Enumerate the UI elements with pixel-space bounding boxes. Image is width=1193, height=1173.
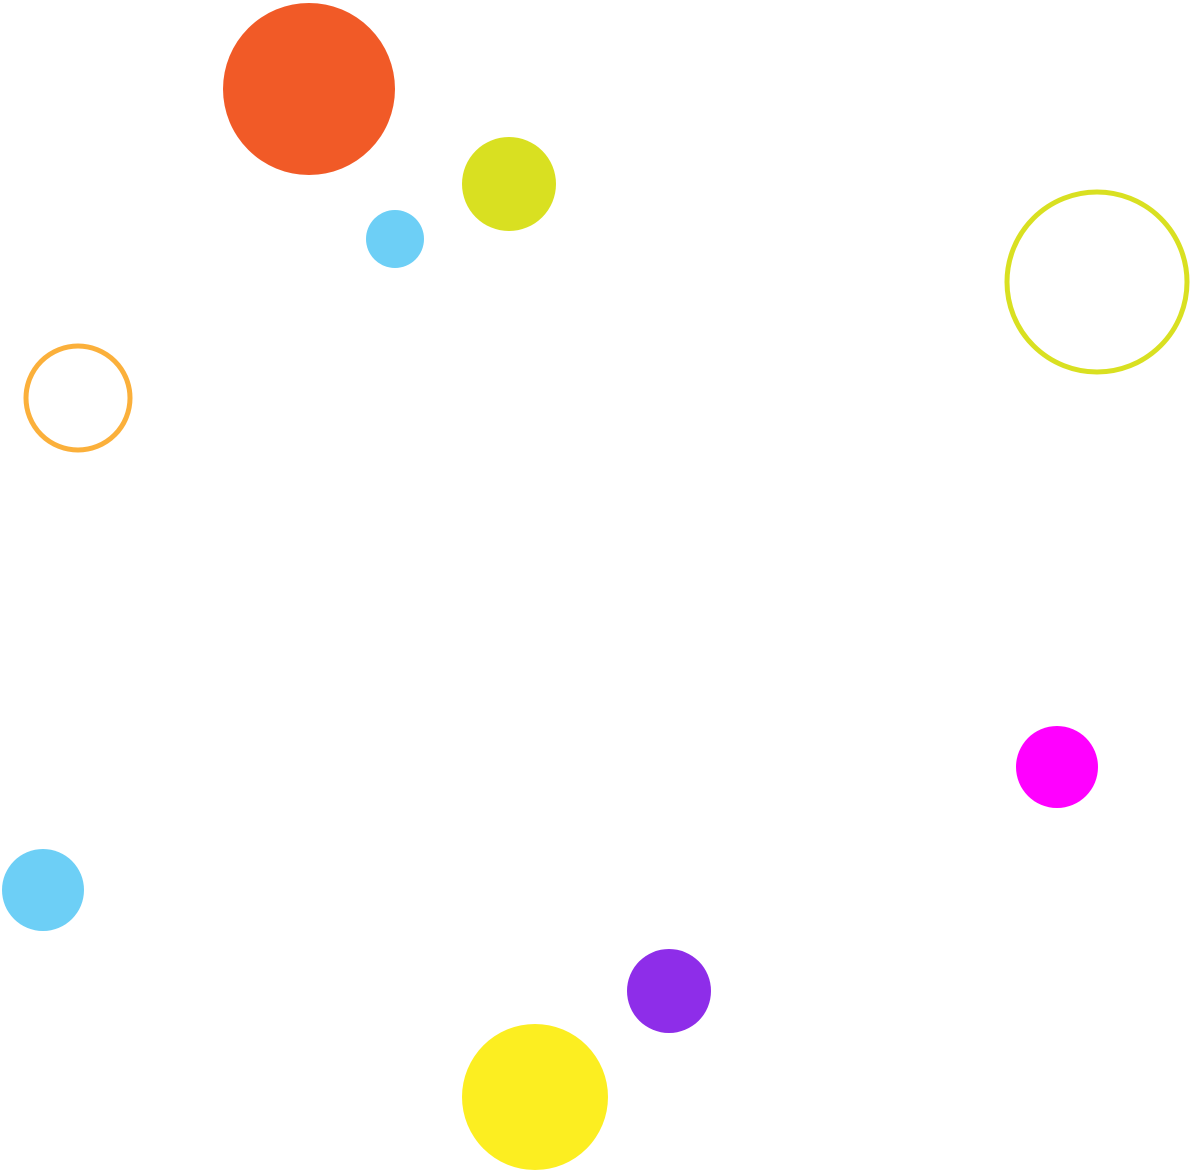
light-blue-circle bbox=[2, 849, 84, 931]
lime-ring bbox=[1004, 189, 1190, 375]
orange-red-circle bbox=[223, 3, 395, 175]
lime-circle bbox=[462, 137, 556, 231]
purple-circle bbox=[627, 949, 711, 1033]
small-light-blue-circle bbox=[366, 210, 424, 268]
magenta-circle bbox=[1016, 726, 1098, 808]
orange-ring bbox=[23, 343, 133, 453]
yellow-circle bbox=[462, 1024, 608, 1170]
